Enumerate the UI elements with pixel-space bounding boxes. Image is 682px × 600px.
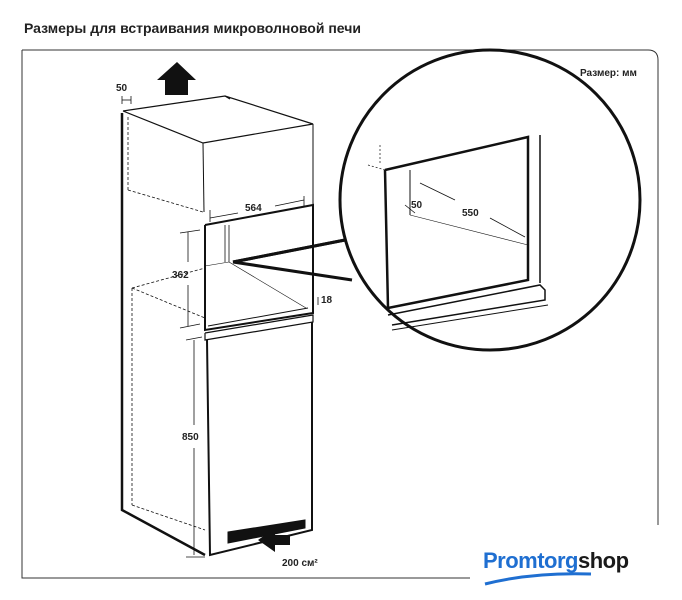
unit-note: Размер: мм — [580, 68, 637, 79]
dim-shelf-thickness: 18 — [321, 295, 333, 306]
cabinet — [120, 95, 314, 557]
dim-vent-area: 200 см² — [282, 558, 318, 569]
logo-part1: Promtorg — [483, 548, 579, 573]
dim-opening-height: 362 — [172, 270, 189, 281]
airflow-up-arrow — [157, 62, 196, 95]
dim-side-gap: 50 — [116, 83, 128, 94]
dim-detail-depth: 550 — [462, 208, 479, 219]
dim-base-height: 850 — [182, 432, 199, 443]
frame — [22, 49, 659, 525]
logo-swoosh — [484, 572, 592, 586]
dim-width: 564 — [245, 203, 262, 214]
detail-magnifier — [232, 48, 642, 352]
airflow-in-arrow — [258, 528, 290, 552]
logo-part2: shop — [578, 548, 629, 573]
dim-detail-gap: 50 — [411, 200, 423, 211]
page-title: Размеры для встраивания микроволновой пе… — [24, 20, 361, 36]
promtorgshop-logo: Promtorgshop — [483, 548, 629, 586]
dimension-lines — [121, 96, 319, 558]
frame-left — [21, 50, 470, 579]
